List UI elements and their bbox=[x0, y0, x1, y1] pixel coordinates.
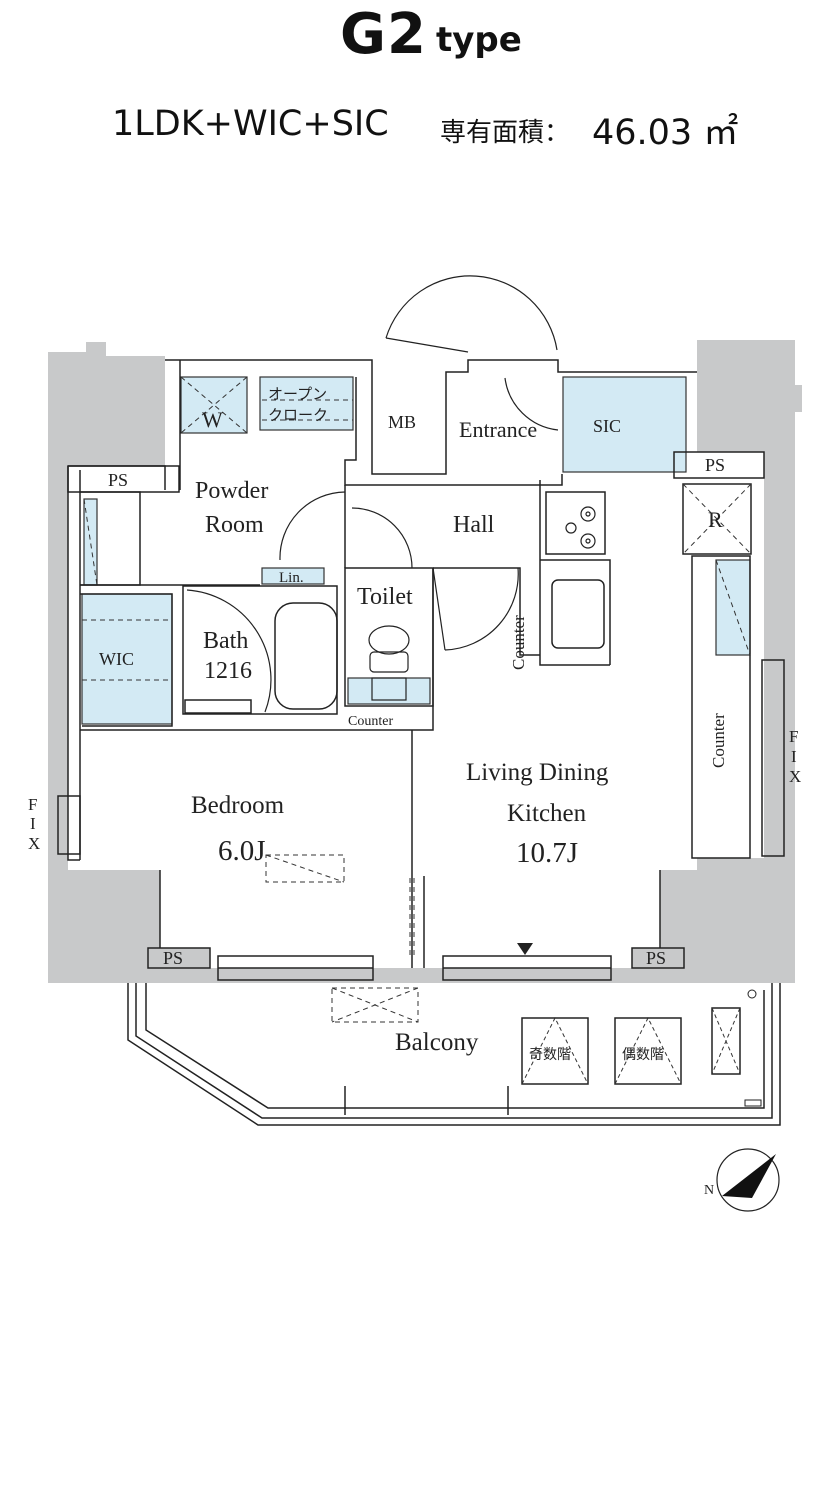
compass-ring bbox=[716, 1148, 780, 1212]
odd-floor-label: 奇数階 bbox=[529, 1046, 571, 1063]
toilet-fixture-icon bbox=[368, 625, 410, 701]
fridge-label: R bbox=[708, 507, 723, 532]
right-counter-label: Counter bbox=[709, 713, 728, 768]
ps-upper-left-label: PS bbox=[108, 470, 128, 490]
compass-north-label: N bbox=[704, 1183, 714, 1198]
fix-left-x: X bbox=[28, 834, 40, 853]
fix-right-f: F bbox=[789, 727, 798, 746]
bath-label: Bath bbox=[203, 628, 248, 654]
kitchen-counter-label: Counter bbox=[509, 615, 528, 670]
hob-icon bbox=[565, 506, 596, 549]
bedroom-size-label: 6.0J bbox=[218, 835, 266, 867]
dashed-items bbox=[82, 376, 752, 1023]
toilet-counter-label: Counter bbox=[348, 714, 393, 729]
structural-walls bbox=[48, 340, 802, 983]
wic-fill bbox=[81, 593, 173, 725]
type-word: type bbox=[436, 20, 522, 60]
linen-label: Lin. bbox=[279, 570, 304, 586]
balcony-label: Balcony bbox=[395, 1029, 479, 1056]
type-code: G2 bbox=[340, 2, 427, 67]
entrance-arrow-icon bbox=[517, 943, 533, 955]
hall-label: Hall bbox=[453, 512, 495, 538]
bath-size-label: 1216 bbox=[204, 658, 252, 684]
ps-upper-right-label: PS bbox=[705, 455, 725, 475]
fix-right-x: X bbox=[789, 767, 801, 786]
balcony-marks bbox=[521, 1007, 741, 1085]
even-floor-label: 偶数階 bbox=[622, 1047, 664, 1063]
powder-room-label-2: Room bbox=[205, 512, 264, 538]
open-cloak-label-1: オープン bbox=[268, 385, 327, 403]
ps-bedroom-label: PS bbox=[163, 948, 183, 968]
area-label: 専有面積： bbox=[440, 118, 571, 148]
bedroom-label: Bedroom bbox=[191, 792, 285, 819]
fix-left-f: F bbox=[28, 795, 37, 814]
door-swings bbox=[186, 275, 559, 713]
open-cloak-label-2: クローク bbox=[268, 406, 328, 424]
room-walls bbox=[57, 359, 785, 1126]
title-block: G2 type 1LDK+WIC+SIC 専有面積： 46.03 ㎡ bbox=[0, 0, 835, 180]
sic-fill bbox=[562, 376, 687, 473]
drain-icon bbox=[747, 989, 757, 999]
fix-right-i: I bbox=[791, 747, 797, 766]
layout-summary: 1LDK+WIC+SIC bbox=[112, 104, 389, 144]
mb-label: MB bbox=[388, 412, 416, 432]
compass-needle-icon bbox=[722, 1154, 776, 1198]
room-labels: W オープン クローク MB Entrance SIC PS PS Powder… bbox=[28, 385, 801, 1063]
toilet-label: Toilet bbox=[357, 584, 413, 610]
linen-fill bbox=[261, 567, 325, 585]
ps-ldk-label: PS bbox=[646, 948, 666, 968]
fix-left-i: I bbox=[30, 814, 36, 833]
compass: N bbox=[704, 1148, 780, 1212]
open-cloak-fill bbox=[259, 376, 354, 431]
entrance-label: Entrance bbox=[459, 417, 537, 442]
powder-room-label-1: Powder bbox=[195, 478, 268, 504]
ldk-label-1: Living Dining bbox=[466, 759, 609, 786]
vent-icon bbox=[744, 1099, 762, 1107]
wic-label: WIC bbox=[99, 649, 134, 669]
ldk-size-label: 10.7J bbox=[516, 837, 578, 869]
area-value: 46.03 ㎡ bbox=[592, 113, 739, 153]
washer-label: W bbox=[202, 407, 223, 432]
ldk-label-2: Kitchen bbox=[507, 800, 587, 827]
sic-label: SIC bbox=[593, 416, 621, 436]
